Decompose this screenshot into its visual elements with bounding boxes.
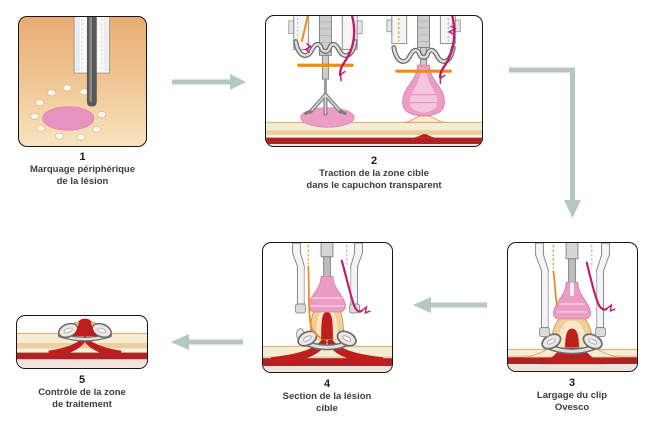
endoscope-shaft [565,243,579,288]
step-number: 1 [79,151,86,163]
caption-step-2: 2 Traction de la zone cible dans le capu… [274,155,474,191]
panel-step-2 [265,15,483,147]
caption-line: de traitement [52,398,112,410]
caption-step-1: 1 Marquage périphérique de la lésion [12,151,153,187]
panel-step-4 [262,242,393,373]
illustration-clip-release [508,243,637,371]
caption-line: Ovesco [554,401,590,413]
caption-line: Traction de la zone cible [319,168,429,179]
endoscope-shaft [320,243,334,282]
right-instrument [386,16,461,117]
illustration-section [263,243,392,372]
arrow-step3-to-step4 [413,297,487,313]
tissue-mound [550,313,594,348]
caption-line: dans le capuchon transparent [306,179,442,191]
magenta-thread [338,16,356,77]
wires [552,244,616,313]
step-number: 3 [568,377,576,389]
marking-probe [86,17,97,107]
left-instrument [288,16,363,116]
illustration-traction [266,16,482,146]
panel-step-3 [507,242,638,372]
wires [307,244,371,339]
caption-step-4: 4 Section de la lésion cible [247,378,407,414]
step-number: 4 [323,378,331,390]
step-number: 5 [78,374,86,386]
ovesco-clip [297,330,357,351]
snare [307,265,322,339]
arrow-step4-to-step5 [171,334,243,350]
tissue-flare-right [327,335,384,366]
step-number: 2 [370,155,378,167]
caption-line: Largage du clip [536,390,608,401]
ovesco-clip [57,322,113,342]
lesion-sectioned [308,275,346,313]
illustration-control [17,318,147,368]
magenta-thread [439,16,456,80]
panel-step-5 [16,315,148,369]
caption-line: cible [316,402,338,414]
caption-line: Section de la lésion [282,391,372,402]
caption-line: de la lésion [56,175,109,187]
illustration-marking [30,17,111,141]
orange-wire [300,16,309,42]
tissue-flare-left [270,335,328,366]
caption-line: Marquage périphérique [29,164,136,175]
tissue-layers [266,114,482,146]
caption-step-5: 5 Contrôle de la zone de traitement [2,374,162,410]
tissue-peak [72,318,98,337]
lesion [42,106,95,131]
grasper [304,92,347,116]
lesion-in-cap [552,281,592,320]
caption-step-3: 3 Largage du clip Ovesco [492,377,652,413]
arrow-step2-to-step3 [509,67,581,218]
tissue-curtains [48,335,122,358]
marking-dots [30,84,107,141]
panel-step-1 [18,16,147,147]
arrow-step1-to-step2 [172,74,246,90]
caption-line: Contrôle de la zone [38,387,126,398]
